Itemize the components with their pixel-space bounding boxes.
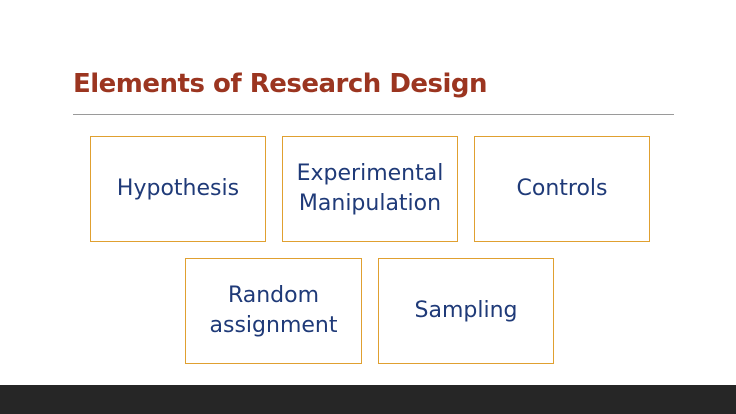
element-box-controls: Controls bbox=[474, 136, 650, 242]
element-label: Sampling bbox=[415, 296, 518, 326]
element-label-line: Random bbox=[227, 283, 320, 308]
element-label-line: Sampling bbox=[414, 298, 518, 323]
element-label-line: assignment bbox=[209, 313, 338, 338]
element-label-line: Controls bbox=[516, 176, 608, 201]
element-label-line: Experimental bbox=[296, 161, 444, 186]
slide-title: Elements of Research Design bbox=[73, 69, 488, 99]
element-label: Experimental Manipulation bbox=[297, 159, 444, 219]
footer-bar bbox=[0, 385, 736, 414]
element-label: Hypothesis bbox=[117, 174, 239, 204]
element-box-hypothesis: Hypothesis bbox=[90, 136, 266, 242]
element-box-random-assignment: Random assignment bbox=[185, 258, 362, 364]
element-box-sampling: Sampling bbox=[378, 258, 554, 364]
title-divider bbox=[73, 114, 674, 115]
element-box-experimental-manipulation: Experimental Manipulation bbox=[282, 136, 458, 242]
element-label-line: Manipulation bbox=[298, 191, 442, 216]
element-label: Random assignment bbox=[210, 281, 338, 341]
element-label: Controls bbox=[517, 174, 608, 204]
element-label-line: Hypothesis bbox=[116, 176, 240, 201]
